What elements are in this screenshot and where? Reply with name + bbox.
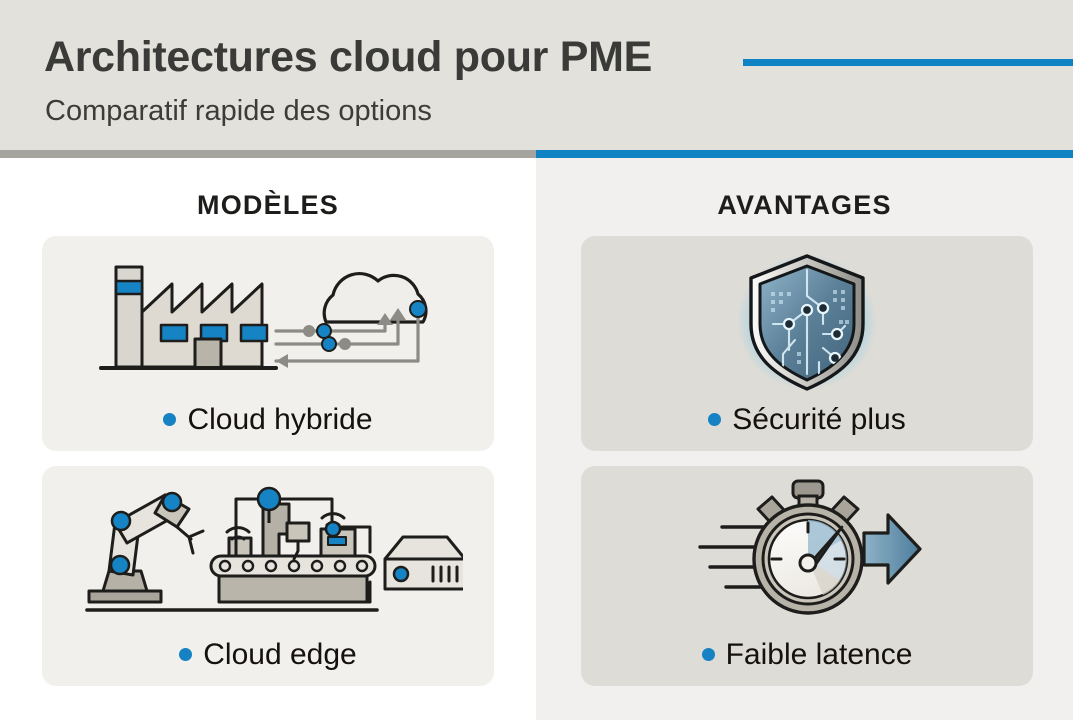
card-securite-plus[interactable]: Sécurité plus [581,236,1033,451]
header-divider [0,150,1073,162]
card-faible-latence[interactable]: Faible latence [581,466,1033,686]
bullet-dot [179,648,193,661]
column-models: MODÈLES [0,158,536,720]
factory-cloud-hybrid-icon [42,244,494,394]
bullet-dot [701,648,715,661]
header-banner: Architectures cloud pour PME Comparatif … [0,0,1073,150]
card-cloud-hybride[interactable]: Cloud hybride [42,236,494,451]
card-label-text: Sécurité plus [732,403,906,436]
card-label-text: Cloud hybride [187,403,373,436]
card-label-faible-latence: Faible latence [581,638,1033,672]
card-label-cloud-hybride: Cloud hybride [42,403,494,437]
card-label-text: Faible latence [725,638,913,671]
card-label-cloud-edge: Cloud edge [42,638,494,672]
card-label-securite-plus: Sécurité plus [581,403,1033,437]
page-subtitle: Comparatif rapide des options [45,95,432,127]
card-cloud-edge[interactable]: Cloud edge [42,466,494,686]
bullet-dot [163,413,177,426]
divider-left-segment [0,150,536,158]
page-title: Architectures cloud pour PME [44,33,653,81]
divider-right-segment [536,150,1073,158]
bullet-dot [708,413,722,426]
card-label-text: Cloud edge [203,638,357,671]
column-advantages: AVANTAGES [536,158,1073,720]
title-accent-rule [743,59,1073,66]
column-heading-models: MODÈLES [197,190,339,220]
robot-conveyor-edge-server-icon [42,474,494,624]
stopwatch-arrow-icon [581,474,1033,624]
column-heading-advantages: AVANTAGES [717,190,892,220]
circuit-shield-icon [581,244,1033,394]
